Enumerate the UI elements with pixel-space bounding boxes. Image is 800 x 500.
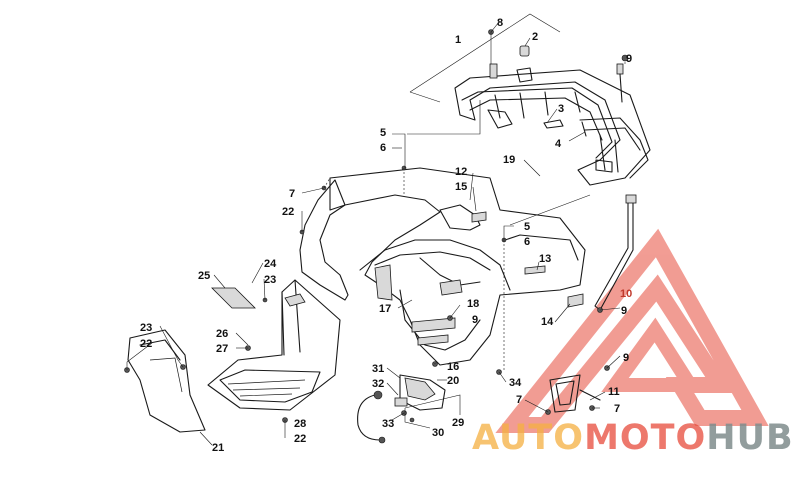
callout-17: 17 [379, 303, 391, 315]
callout-2: 2 [532, 31, 538, 43]
callout-labels: 1 2 3 4 5 6 5 6 7 7 7 8 9 9 9 9 10 11 12… [140, 17, 632, 454]
watermark-part-hub: HUB [706, 418, 794, 458]
taillight-assembly [357, 374, 446, 444]
callout-26: 26 [216, 328, 228, 340]
callout-19: 19 [503, 154, 515, 166]
watermark-part-moto: MOTO [584, 418, 707, 458]
callout-15: 15 [455, 181, 467, 193]
callout-4: 4 [555, 138, 562, 150]
callout-10: 10 [620, 288, 632, 300]
callout-23b: 23 [140, 322, 152, 334]
callout-33: 33 [382, 418, 394, 430]
callout-24: 24 [264, 258, 277, 270]
callout-22b: 22 [140, 338, 152, 350]
callout-16: 16 [447, 361, 459, 373]
callout-28: 28 [294, 418, 306, 430]
callout-23a: 23 [264, 274, 276, 286]
footwell [207, 279, 341, 411]
callout-22c: 22 [294, 433, 306, 445]
callout-27: 27 [216, 343, 228, 355]
callout-29: 29 [452, 417, 464, 429]
callout-18: 18 [467, 298, 479, 310]
watermark-logo [495, 228, 769, 433]
rear-rack [454, 45, 651, 186]
callout-7b: 7 [516, 394, 522, 406]
rack-bracket-line [409, 13, 561, 93]
watermark-text: AUTOMOTOHUB [472, 418, 794, 458]
fender-side-panel [299, 179, 349, 301]
callout-5b: 5 [524, 221, 530, 233]
callout-9b: 9 [472, 314, 478, 326]
rear-step [549, 374, 601, 413]
side-rail [211, 287, 256, 309]
callout-3: 3 [558, 103, 564, 115]
callout-6b: 6 [524, 236, 530, 248]
callout-7a: 7 [289, 188, 295, 200]
callout-9a: 9 [626, 53, 632, 65]
callout-32: 32 [372, 378, 384, 390]
callout-25: 25 [198, 270, 210, 282]
callout-1: 1 [455, 34, 461, 46]
callout-9c: 9 [621, 305, 627, 317]
callout-5a: 5 [380, 127, 386, 139]
callout-20: 20 [447, 375, 459, 387]
callout-21: 21 [212, 442, 224, 454]
callout-11: 11 [608, 386, 620, 398]
callout-8: 8 [497, 17, 503, 29]
callout-7c: 7 [614, 403, 620, 415]
watermark-part-auto: AUTO [472, 418, 585, 458]
callout-14: 14 [541, 316, 554, 328]
callout-22a: 22 [282, 206, 294, 218]
rack-bracket-line-2 [409, 91, 441, 103]
mud-flap [127, 329, 206, 433]
callout-13: 13 [539, 253, 551, 265]
callout-31: 31 [372, 363, 384, 375]
callout-12: 12 [455, 166, 467, 178]
callout-9d: 9 [623, 352, 629, 364]
callout-34: 34 [509, 377, 522, 389]
callout-30: 30 [432, 427, 444, 439]
rear-fender [329, 167, 586, 366]
leader-lines [126, 21, 626, 446]
callout-6a: 6 [380, 142, 386, 154]
